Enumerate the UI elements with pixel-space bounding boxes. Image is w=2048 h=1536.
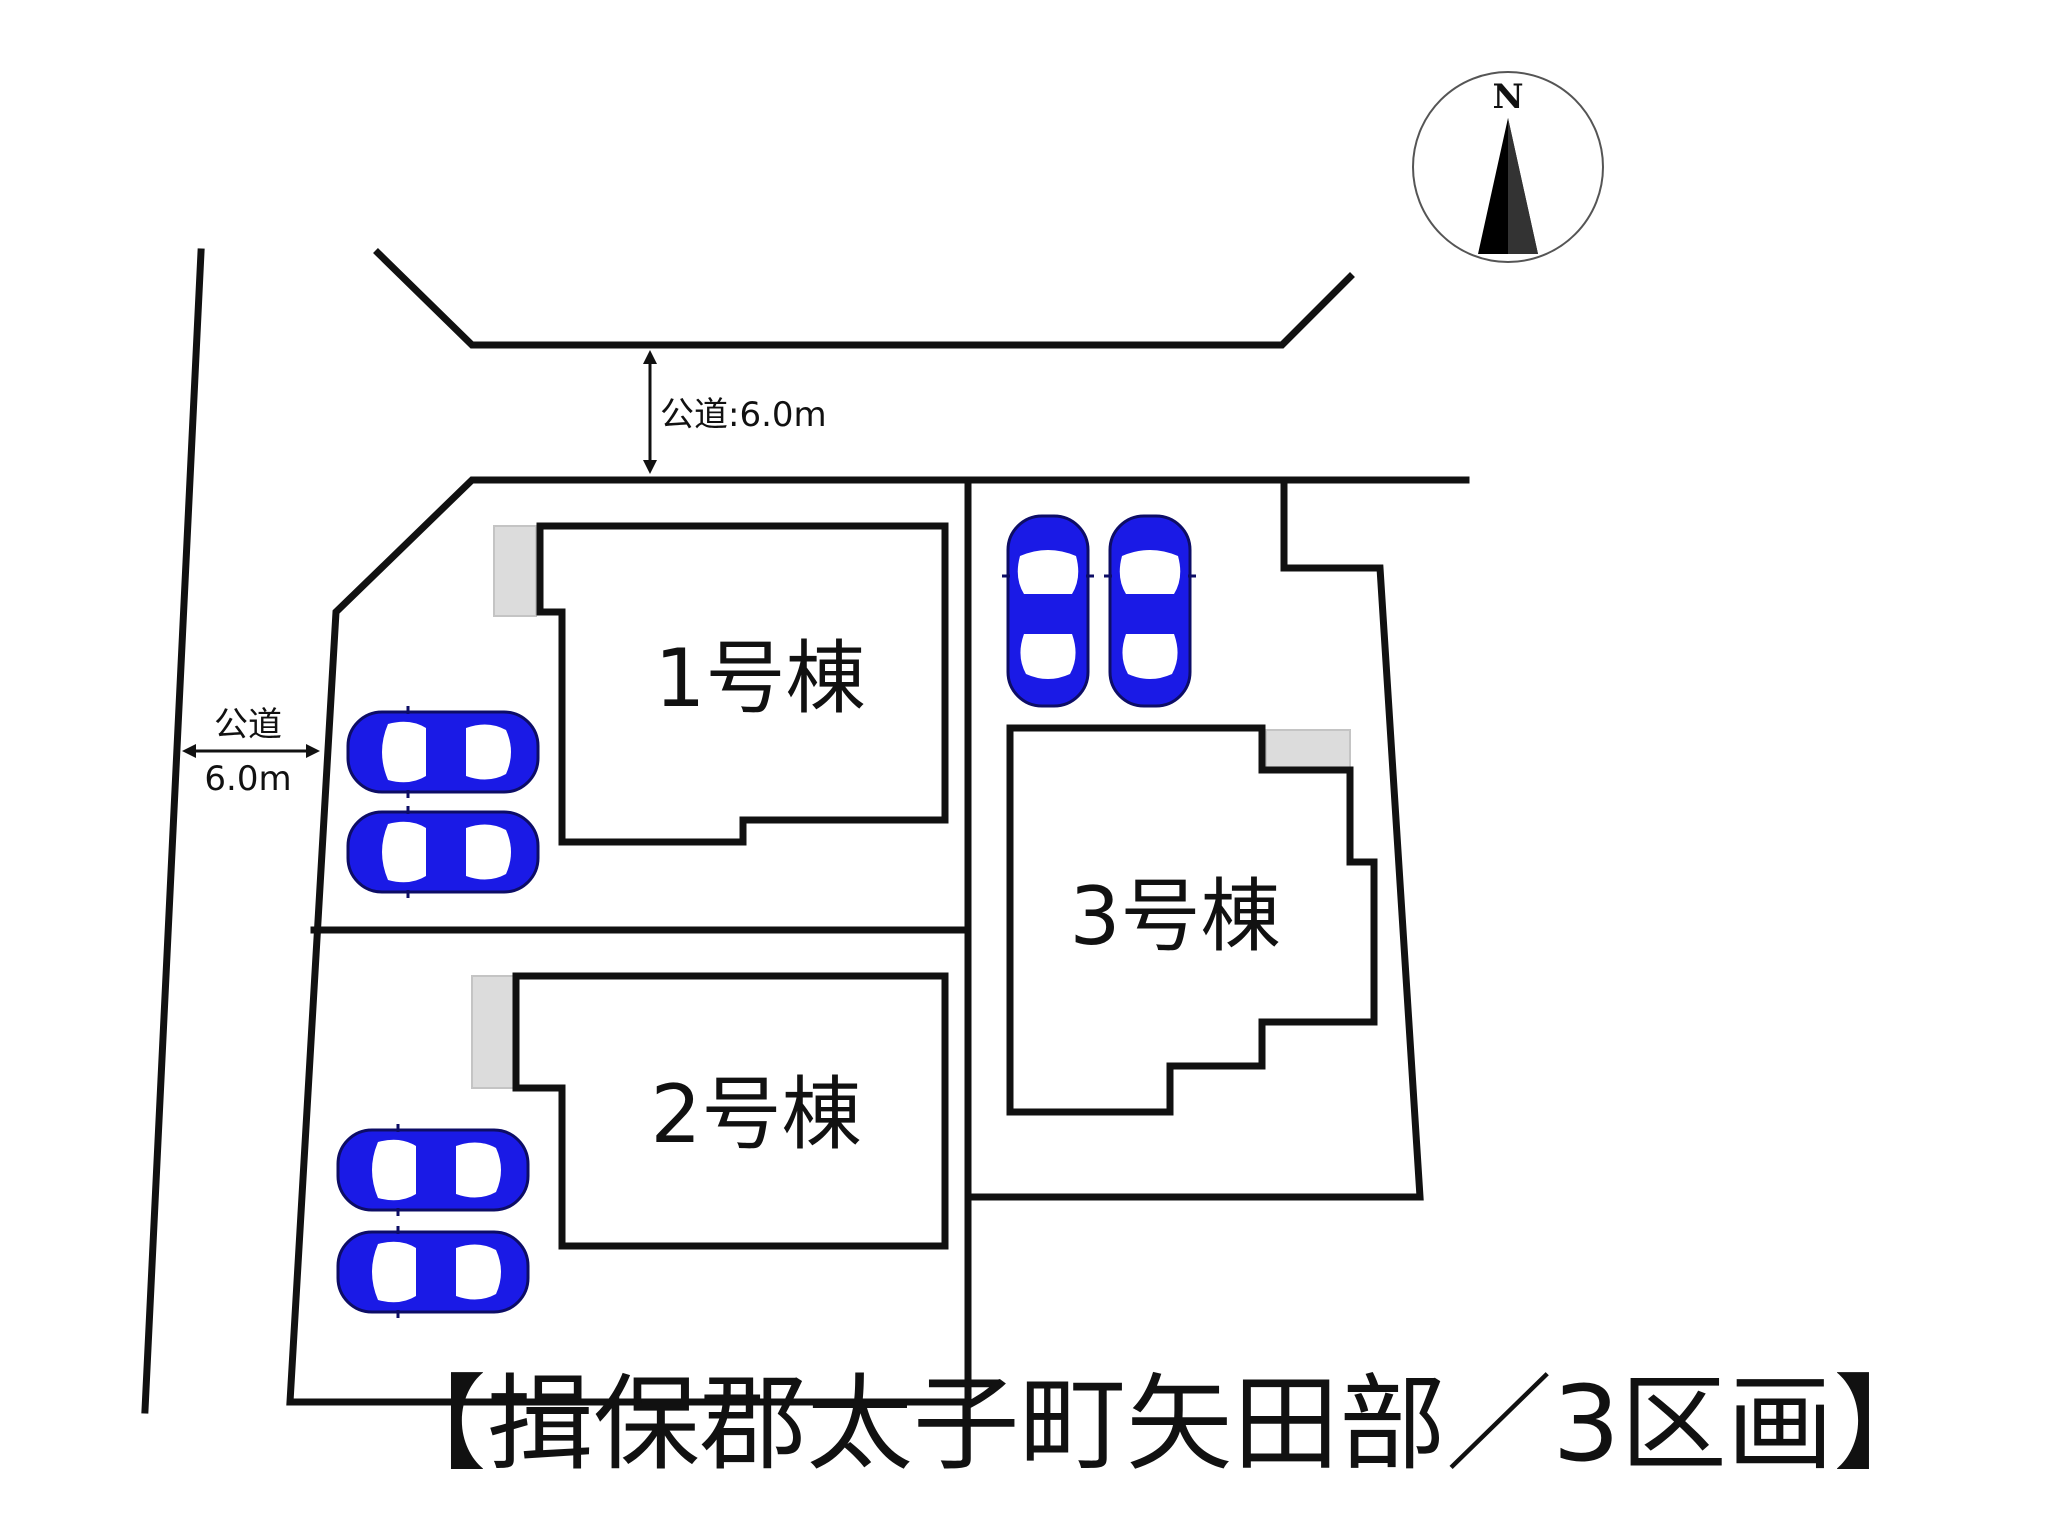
west-road-label-line1: 公道 — [214, 705, 282, 745]
house-3-label: 3号棟 — [1070, 870, 1281, 963]
west-dimension-arrow-left — [182, 744, 196, 758]
house-1-outline — [536, 522, 949, 846]
west-road-boundary — [141, 248, 205, 1414]
car-icon — [346, 704, 540, 800]
west-road-label-line2: 6.0m — [204, 759, 291, 799]
house-2-outline — [512, 972, 949, 1250]
entrance-marker-3 — [1265, 729, 1351, 771]
car-icon — [346, 804, 540, 900]
north-road-label: 公道:6.0m — [660, 395, 827, 435]
house-1-label: 1号棟 — [655, 632, 866, 725]
entrance-marker-2 — [471, 975, 515, 1089]
north-dimension-arrow-bottom — [643, 460, 657, 474]
north-dimension-arrow-top — [643, 350, 657, 364]
site-title: 【揖保郡太子町矢田部／3区画】 — [380, 1363, 1940, 1485]
north-road-boundary — [373, 248, 1355, 349]
car-icon — [1102, 514, 1198, 708]
car-icon — [336, 1122, 530, 1218]
car-icon — [1000, 514, 1096, 708]
house-3-outline — [1006, 724, 1378, 1116]
west-dimension-arrow-right — [306, 744, 320, 758]
compass-letter: N — [1492, 77, 1523, 117]
entrance-marker-1 — [493, 525, 537, 617]
north-arrow-icon: N — [1412, 71, 1604, 263]
house-2-label: 2号棟 — [651, 1068, 862, 1161]
car-icon — [336, 1224, 530, 1320]
